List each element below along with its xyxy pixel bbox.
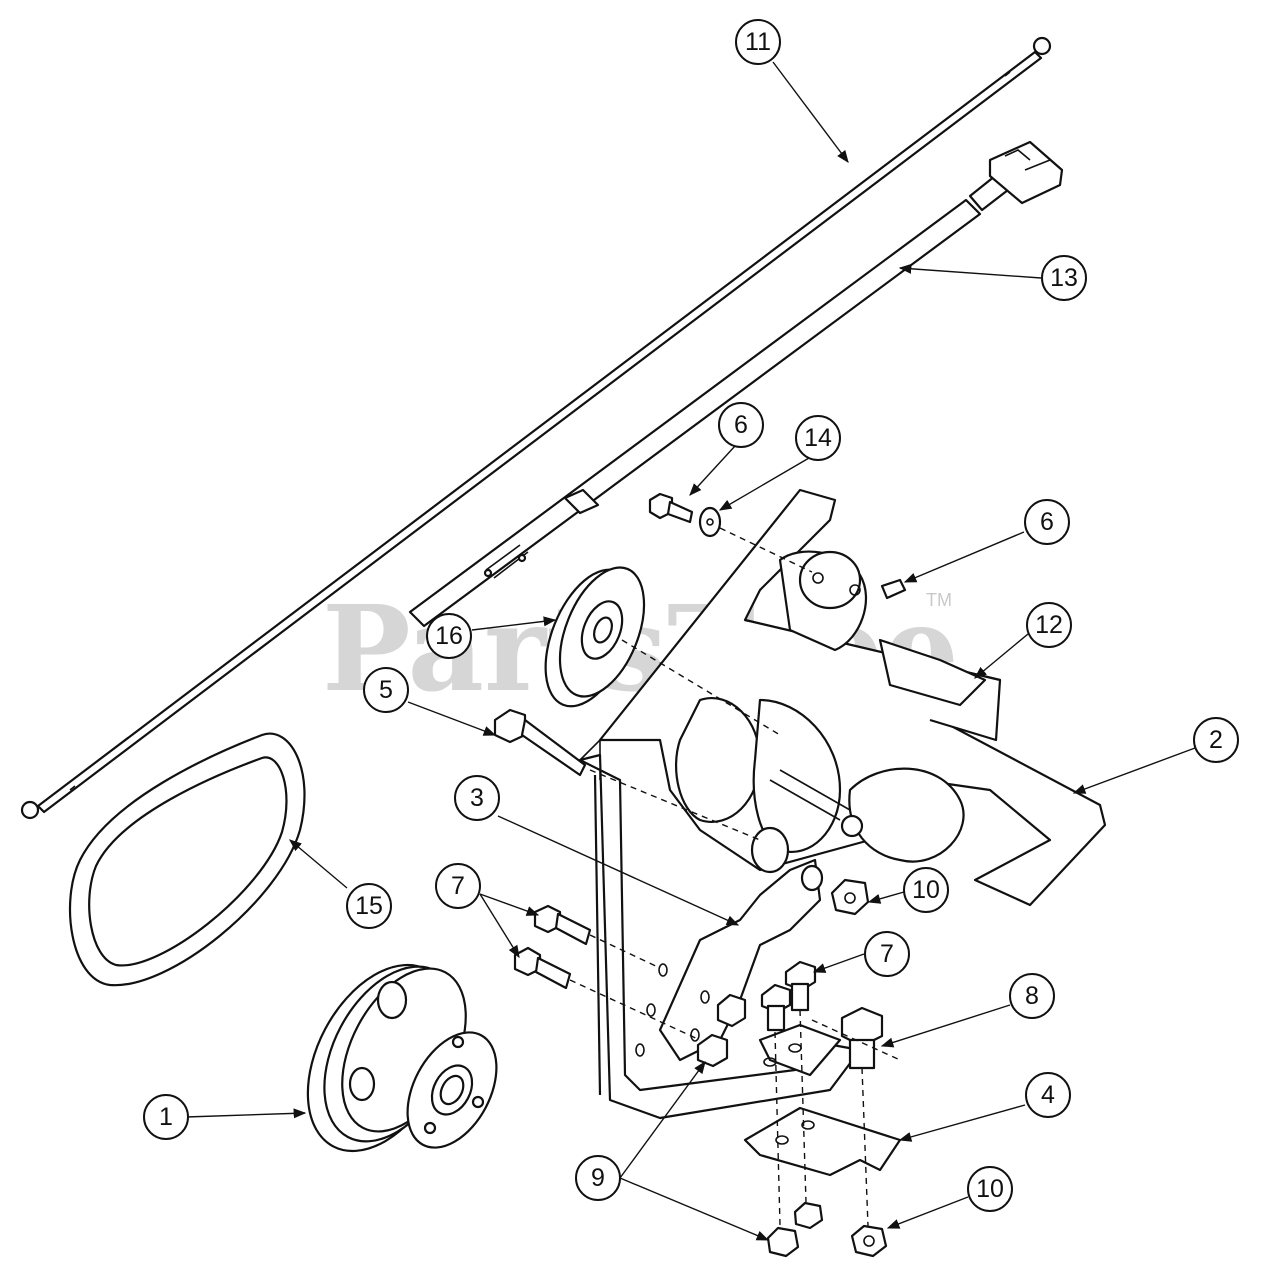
wire-harness-part-13 (408, 140, 1064, 628)
callout-label: 12 (1035, 611, 1063, 639)
callout-3: 3 (454, 775, 500, 821)
callout-label: 13 (1050, 264, 1078, 292)
callout-16: 16 (426, 613, 472, 659)
belt-part-15 (68, 732, 306, 987)
plate-part-4 (743, 1023, 902, 1177)
callout-14: 14 (795, 415, 841, 461)
motor-assembly-part-2 (579, 488, 1107, 907)
callout-label: 6 (1040, 508, 1054, 536)
callout-label: 6 (734, 411, 748, 439)
idler-pulley-part-16 (544, 566, 646, 708)
callout-label: 5 (379, 676, 393, 704)
callout-5: 5 (363, 667, 409, 713)
callout-label: 7 (880, 940, 894, 968)
assembly-lines (569, 527, 901, 1227)
callout-label: 10 (912, 876, 940, 904)
pulley-part-1 (306, 963, 498, 1153)
callout-1: 1 (143, 1094, 189, 1140)
callout-label: 3 (470, 784, 484, 812)
callout-11: 11 (735, 19, 781, 65)
callout-label: 2 (1209, 726, 1223, 754)
hardware (493, 492, 907, 1258)
callout-10-upper: 10 (903, 867, 949, 913)
callout-8: 8 (1009, 973, 1055, 1019)
callout-label: 16 (435, 622, 463, 650)
bracket-part-3 (578, 753, 862, 1120)
callout-label: 15 (355, 892, 383, 920)
callout-12: 12 (1026, 602, 1072, 648)
callout-7-left: 7 (435, 863, 481, 909)
callout-4: 4 (1025, 1072, 1071, 1118)
callout-leaders (185, 61, 1196, 1241)
callout-2: 2 (1193, 717, 1239, 763)
callout-9: 9 (575, 1155, 621, 1201)
callout-label: 1 (159, 1103, 173, 1131)
callout-label: 9 (591, 1164, 605, 1192)
callout-13: 13 (1041, 255, 1087, 301)
callout-6-top: 6 (718, 402, 764, 448)
callout-label: 7 (451, 872, 465, 900)
callout-label: 4 (1041, 1081, 1055, 1109)
ground-wire-part-11 (20, 36, 1052, 820)
callout-label: 11 (745, 28, 771, 56)
callout-10-lower: 10 (967, 1166, 1013, 1212)
callout-label: 14 (804, 424, 832, 452)
callout-6-right: 6 (1024, 499, 1070, 545)
callout-7-right: 7 (864, 931, 910, 977)
callout-label: 10 (976, 1175, 1004, 1203)
callout-label: 8 (1025, 982, 1039, 1010)
callout-15: 15 (346, 883, 392, 929)
svg-text:TM: TM (926, 590, 952, 610)
